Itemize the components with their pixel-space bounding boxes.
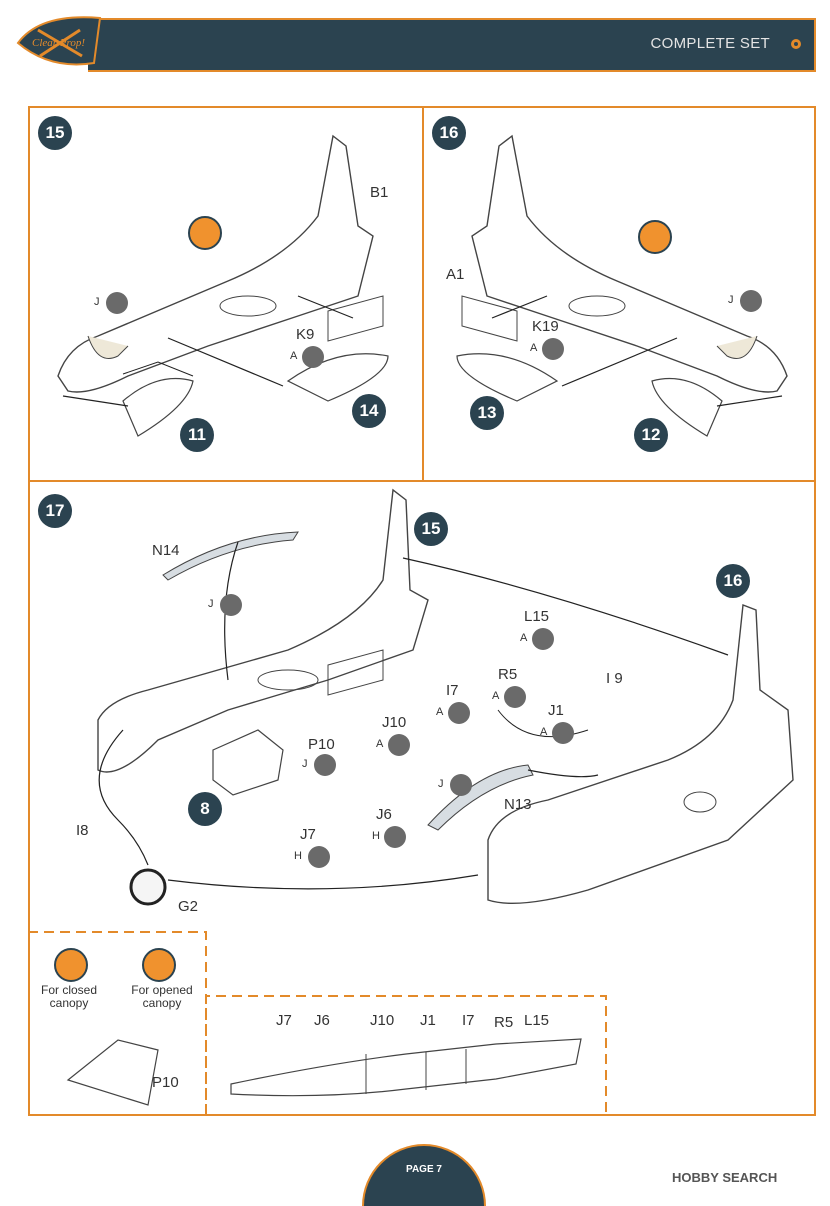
glue-letter: A — [530, 342, 538, 354]
glue-icon — [106, 292, 128, 314]
glue-icon — [384, 826, 406, 848]
step-badge-8: 8 — [188, 792, 222, 826]
hobby-knife-icon — [142, 948, 176, 982]
step-badge-15: 15 — [38, 116, 72, 150]
glue-icon — [302, 346, 324, 368]
part-label-l15: L15 — [524, 608, 550, 625]
part-label-n13: N13 — [504, 796, 532, 813]
part-label-j10: J10 — [382, 714, 407, 731]
glue-letter: J — [94, 296, 100, 308]
detail-label-l15: L15 — [524, 1012, 550, 1029]
step-badge-17: 17 — [38, 494, 72, 528]
canopy-option-inset-border — [28, 931, 207, 1114]
note-closed-canopy: For closed canopy — [40, 983, 98, 1010]
glue-letter: J — [208, 598, 214, 610]
step-badge-11: 11 — [180, 418, 214, 452]
detail-label-j6: J6 — [314, 1012, 330, 1029]
hobby-knife-icon — [638, 220, 672, 254]
step-badge-16: 16 — [432, 116, 466, 150]
part-label-a1: A1 — [446, 266, 465, 283]
glue-letter: A — [290, 350, 298, 362]
glue-icon — [448, 702, 470, 724]
panel-step-17 — [28, 480, 816, 1116]
assembly-drawing — [97, 488, 794, 906]
glue-icon — [504, 686, 526, 708]
svg-text:Clear Prop!: Clear Prop! — [32, 37, 85, 49]
part-label-j7: J7 — [300, 826, 316, 843]
part-label-p10-detail: P10 — [152, 1074, 179, 1091]
part-label-j1: J1 — [548, 702, 564, 719]
part-label-n14: N14 — [152, 542, 180, 559]
gear-icon — [791, 39, 801, 49]
glue-icon — [740, 290, 762, 312]
glue-letter: A — [376, 738, 384, 750]
glue-icon — [308, 846, 330, 868]
detail-label-j10: J10 — [370, 1012, 395, 1029]
glue-icon — [542, 338, 564, 360]
glue-icon — [450, 774, 472, 796]
hobby-knife-icon — [54, 948, 88, 982]
part-label-k19: K19 — [532, 318, 559, 335]
glue-letter: J — [302, 758, 308, 770]
detail-label-i7: I7 — [462, 1012, 475, 1029]
step-badge-16-ref: 16 — [716, 564, 750, 598]
glue-icon — [552, 722, 574, 744]
part-label-k9: K9 — [296, 326, 315, 343]
step-badge-12: 12 — [634, 418, 668, 452]
glue-letter: A — [492, 690, 500, 702]
glue-icon — [220, 594, 242, 616]
step-badge-13: 13 — [470, 396, 504, 430]
detail-label-j7: J7 — [276, 1012, 292, 1029]
glue-letter: A — [436, 706, 444, 718]
glue-letter: A — [520, 632, 528, 644]
part-label-g2: G2 — [178, 898, 199, 915]
fuselage-right-half-drawing — [456, 134, 788, 437]
part-label-j6: J6 — [376, 806, 392, 823]
page-number: PAGE 7 — [406, 1164, 442, 1175]
step-badge-14: 14 — [352, 394, 386, 428]
watermark: HOBBY SEARCH — [672, 1170, 778, 1185]
part-label-i7: I7 — [446, 682, 459, 699]
detail-inset-border — [205, 995, 607, 1114]
detail-label-j1: J1 — [420, 1012, 436, 1029]
note-opened-canopy: For opened canopy — [131, 983, 193, 1010]
glue-icon — [388, 734, 410, 756]
step-badge-15-ref: 15 — [414, 512, 448, 546]
hobby-knife-icon — [188, 216, 222, 250]
header-bar — [88, 18, 816, 72]
part-label-b1: B1 — [370, 184, 389, 201]
page-tab — [362, 1144, 486, 1206]
brand-logo: Clear Prop! — [16, 16, 102, 66]
header-title: COMPLETE SET — [650, 35, 770, 52]
detail-label-r5: R5 — [494, 1014, 514, 1031]
part-label-i9: I 9 — [606, 670, 623, 687]
part-label-p10: P10 — [308, 736, 335, 753]
glue-letter: A — [540, 726, 548, 738]
glue-letter: J — [728, 294, 734, 306]
glue-icon — [532, 628, 554, 650]
glue-icon — [314, 754, 336, 776]
glue-letter: J — [438, 778, 444, 790]
part-label-i8: I8 — [76, 822, 89, 839]
glue-letter: H — [294, 850, 302, 862]
glue-letter: H — [372, 830, 380, 842]
part-label-r5: R5 — [498, 666, 518, 683]
